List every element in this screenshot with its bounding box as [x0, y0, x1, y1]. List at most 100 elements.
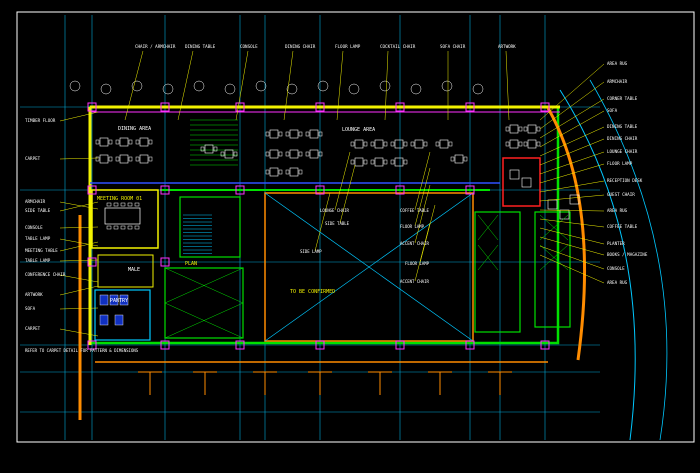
right-callout-11: COFFEE TABLE [607, 224, 638, 229]
furniture-chair-a-19 [370, 159, 375, 165]
left-leader-6 [59, 241, 99, 252]
furniture-chair-b-12 [278, 169, 283, 175]
furniture-chair-b-4 [128, 156, 133, 162]
reception-seat-3 [559, 209, 570, 220]
top-callout-0: CHAIR / ARMCHAIR [135, 44, 176, 49]
furniture-table-8 [309, 129, 319, 139]
left-callout-11: CARPET [25, 326, 41, 331]
planter-0 [69, 80, 81, 92]
top-callout-6: SOFA CHAIR [440, 44, 466, 49]
furniture-table-18 [354, 157, 364, 167]
furniture-table-19 [374, 157, 384, 167]
right-callout-0: AREA RUG [607, 61, 628, 66]
center-callout-7: ACCENT CHAIR [400, 279, 429, 284]
top-leader-2 [235, 50, 249, 121]
curved-facade-outer-2 [589, 79, 668, 441]
furniture-chair-b-15 [383, 141, 388, 147]
planter-4 [193, 80, 205, 92]
planter-13 [472, 83, 484, 95]
column-20 [465, 340, 475, 350]
furniture-chair-a-7 [285, 131, 290, 137]
furniture-chair-b-1 [128, 139, 133, 145]
meeting-chair-top-1 [113, 202, 119, 207]
top-leader-0 [124, 50, 144, 121]
center-leader-5 [314, 192, 331, 252]
top-leader-4 [336, 50, 344, 121]
left-callout-8: CONFERENCE CHAIR [25, 272, 66, 277]
left-callout-3: SIDE TABLE [25, 208, 51, 213]
right-callout-14: CONSOLE [607, 266, 625, 271]
facade-fin-0 [138, 371, 162, 395]
meeting-chair-top-3 [127, 202, 133, 207]
center-leader-6 [419, 204, 436, 264]
left-footnote: REFER TO CARPET DETAIL FOR PATTERN & DIM… [25, 348, 139, 353]
furniture-chair-b-13 [298, 169, 303, 175]
column-9 [235, 185, 245, 195]
lift-cross-b-3 [477, 244, 499, 271]
toilet-fixture-4 [114, 314, 124, 326]
right-callout-13: BOOKS / MAGAZINE [607, 252, 648, 257]
planter-5 [224, 83, 236, 95]
furniture-chair-b-24 [536, 141, 541, 147]
furniture-chair-a-28 [220, 151, 225, 157]
furniture-chair-a-27 [200, 146, 205, 152]
furniture [69, 80, 580, 339]
furniture-table-26 [454, 154, 464, 164]
top-callout-2: CONSOLE [240, 44, 258, 49]
column-17 [235, 340, 245, 350]
right-leader-5 [539, 138, 605, 166]
left-leader-1 [59, 157, 99, 160]
furniture-table-13 [289, 167, 299, 177]
left-callout-7: TABLE LAMP [25, 258, 51, 263]
lift-cross-b-1 [164, 302, 244, 339]
left-leader-3 [59, 201, 99, 212]
furniture-table-20 [394, 157, 404, 167]
right-leader-4 [539, 126, 605, 157]
left-callout-1: CARPET [25, 156, 41, 161]
furniture-chair-a-22 [523, 126, 528, 132]
label-pantry: PANTRY [110, 298, 128, 304]
left-leader-0 [59, 111, 99, 122]
right-leader-10 [539, 209, 605, 212]
left-leader-2 [59, 201, 99, 210]
lift-cross-b-4 [539, 214, 569, 241]
furniture-table-15 [374, 139, 384, 149]
reception-seat-4 [569, 194, 580, 205]
center-leader-7 [414, 222, 431, 282]
furniture-table-11 [309, 149, 319, 159]
center-callout-3: FLOOR LAMP [400, 224, 425, 229]
planter-12 [441, 80, 453, 92]
left-leader-8 [59, 274, 99, 283]
pantry-block [97, 254, 154, 288]
furniture-chair-a-14 [350, 141, 355, 147]
right-callout-6: LOUNGE CHAIR [607, 149, 638, 154]
furniture-chair-b-27 [213, 146, 218, 152]
right-leader-3 [539, 110, 605, 148]
furniture-chair-b-8 [318, 131, 323, 137]
furniture-chair-a-16 [390, 141, 395, 147]
left-callout-2: ARMCHAIR [25, 199, 46, 204]
planter-10 [379, 80, 391, 92]
furniture-table-3 [99, 154, 109, 164]
column-13 [87, 257, 97, 267]
meeting-chair-bottom-0 [106, 225, 112, 230]
lift-cross-b-5 [539, 244, 569, 271]
furniture-chair-a-11 [305, 151, 310, 157]
facade-fin-6 [488, 371, 512, 395]
furniture-table-2 [139, 137, 149, 147]
furniture-chair-a-0 [95, 139, 100, 145]
furniture-chair-a-21 [505, 126, 510, 132]
meeting-chair-top-4 [134, 202, 140, 207]
label-male: MALE [128, 267, 140, 273]
facade-fin-2 [253, 371, 277, 395]
furniture-chair-a-18 [350, 159, 355, 165]
furniture-chair-b-28 [233, 151, 238, 157]
furniture-table-4 [119, 154, 129, 164]
furniture-chair-a-25 [435, 141, 440, 147]
reception-seat-1 [521, 177, 532, 188]
right-callout-15: AREA RUG [607, 280, 628, 285]
furniture-chair-b-11 [318, 151, 323, 157]
column-6 [540, 102, 550, 112]
